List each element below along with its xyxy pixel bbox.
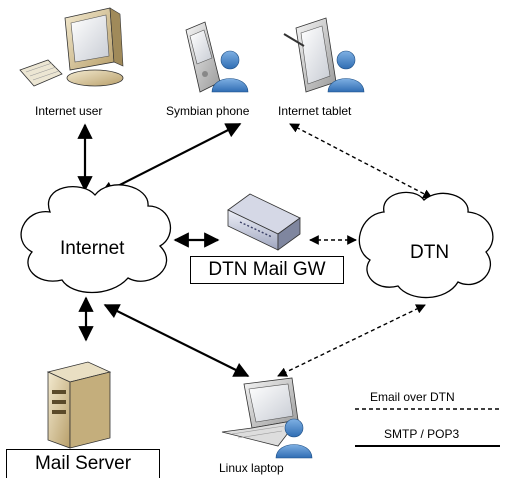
gateway-label: DTN Mail GW	[190, 256, 344, 284]
internet-tablet-label: Internet tablet	[278, 104, 352, 118]
person-icon	[275, 418, 313, 459]
linux-laptop-label: Linux laptop	[219, 461, 284, 475]
dtn-label: DTN	[410, 242, 450, 263]
person-icon	[327, 50, 365, 93]
dtn-cloud	[358, 191, 494, 299]
legend-solid-label: SMTP / POP3	[384, 427, 460, 441]
link-tablet-dtn	[289, 123, 433, 199]
internet-label: Internet	[60, 238, 125, 259]
link-phone-internet	[98, 123, 242, 196]
person-icon	[211, 50, 249, 93]
legend-dashed-label: Email over DTN	[370, 390, 455, 404]
symbian-phone-label: Symbian phone	[166, 104, 250, 118]
desktop-computer-icon	[19, 7, 124, 87]
internet-cloud	[20, 184, 171, 294]
link-dtn-laptop	[277, 304, 426, 377]
link-internet-laptop	[103, 304, 250, 377]
connections	[77, 123, 433, 377]
internet-user-label: Internet user	[35, 104, 103, 118]
server-tower-icon	[46, 361, 112, 449]
smartphone-icon	[185, 21, 221, 93]
tablet-icon	[283, 17, 337, 93]
gateway-device-icon	[227, 193, 301, 251]
legend	[355, 408, 500, 447]
mail-server-label: Mail Server	[6, 449, 160, 478]
laptop-icon	[221, 377, 299, 447]
